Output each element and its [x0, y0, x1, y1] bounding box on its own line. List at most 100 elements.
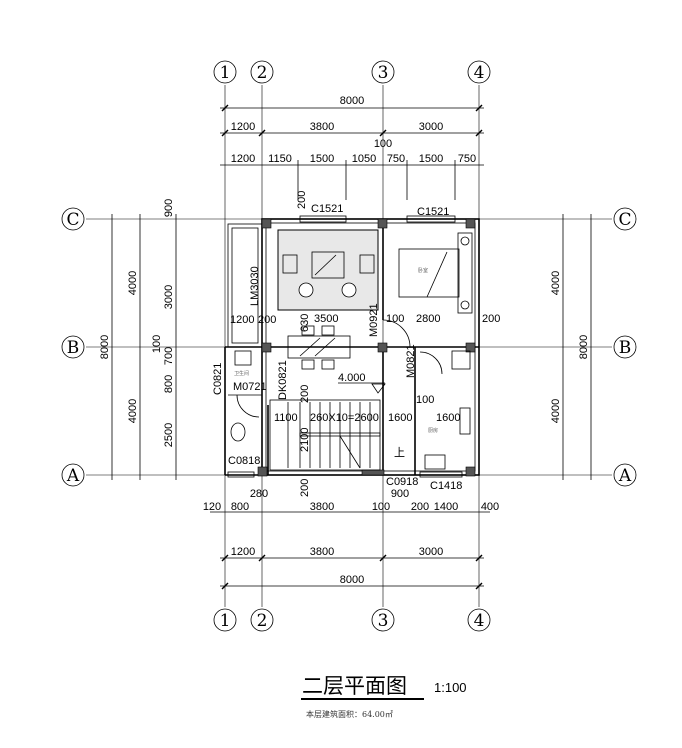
- drawing-mark: [258, 129, 266, 137]
- dimension-label: A: [618, 466, 632, 486]
- drawing-mark: [467, 60, 491, 84]
- dimension-label: 900: [391, 488, 409, 500]
- dimension-label: 120: [203, 501, 221, 513]
- axis-bubble-b-left: B: [61, 335, 85, 359]
- dimension-label: 100: [374, 138, 392, 150]
- dimension-label: 1600: [436, 412, 460, 424]
- dimension-label: 4: [474, 63, 485, 83]
- axis-bubble-3-top: 3: [371, 60, 395, 84]
- dimension-label: 800: [231, 501, 249, 513]
- dimension-label: 750: [387, 153, 405, 165]
- dimension-label: 200: [411, 501, 429, 513]
- drawing-mark: [475, 582, 483, 590]
- dimension-label: 200: [482, 313, 500, 325]
- drawing-mark: [299, 337, 321, 357]
- dimension-label: 1050: [352, 153, 376, 165]
- drawing-mark: [261, 218, 272, 229]
- dimension-label: 8000: [99, 335, 111, 359]
- drawing-mark: [361, 469, 385, 476]
- dimension-label: 700: [163, 347, 175, 365]
- dimension-label: C1521: [311, 203, 343, 215]
- drawing-mark: [61, 463, 85, 487]
- dimension-label: 3: [378, 611, 389, 631]
- axis-bubble-a-right: A: [613, 463, 637, 487]
- drawing-mark: [341, 282, 357, 298]
- drawing-mark: [213, 608, 237, 632]
- dimension-label: 3000: [163, 285, 175, 309]
- room-label-kitchen: 厨房: [428, 427, 438, 434]
- dimension-label: 8000: [340, 574, 364, 586]
- axis-bubble-4-top: 4: [467, 60, 491, 84]
- dimension-label: C1521: [417, 206, 449, 218]
- axis-bubble-2-top: 2: [250, 60, 274, 84]
- drawing-mark: [236, 394, 260, 418]
- drawing-mark: [250, 608, 274, 632]
- drawing-mark: [371, 60, 395, 84]
- dimension-label: 上: [394, 446, 405, 459]
- dimension-label: 1: [220, 611, 231, 631]
- dimension-label: 200: [296, 191, 308, 209]
- dimension-label: C: [66, 210, 79, 230]
- axis-bubble-2-bottom: 2: [250, 608, 274, 632]
- axis-bubble-c-right: C: [613, 207, 637, 231]
- drawing-mark: [339, 435, 361, 469]
- drawing-mark: [371, 383, 386, 394]
- drawing-mark: [379, 554, 387, 562]
- dimension-label: 100: [386, 313, 404, 325]
- drawing-mark: [277, 229, 379, 311]
- dimension-label: 2: [257, 611, 268, 631]
- dimension-label: 1150: [268, 153, 292, 165]
- drawing-mark: [221, 554, 229, 562]
- dimension-label: 1200: [231, 121, 255, 133]
- dimension-label: 3500: [314, 313, 338, 325]
- floor-area: 本层建筑面积：64.00㎡: [306, 709, 393, 719]
- dimension-label: M0821: [405, 344, 417, 378]
- dimension-label: 400: [481, 501, 499, 513]
- axis-bubbles: 1 2 3 4 1 2 3 4 C B A C B A: [61, 60, 637, 632]
- dimension-label: 100: [151, 335, 163, 353]
- drawing-mark: [419, 471, 463, 478]
- walls: [224, 215, 480, 478]
- dimension-label: M0921: [368, 303, 380, 337]
- drawing-mark: [282, 254, 298, 274]
- drawing-mark: [467, 608, 491, 632]
- left-dimensions: 8000 4000 4000 900 3000 100 800 700 2500: [99, 199, 177, 480]
- dimension-label: 280: [250, 488, 268, 500]
- room-label-bathroom: 卫生间: [234, 370, 249, 377]
- drawing-mark: [465, 342, 476, 353]
- dimension-label: 100: [416, 394, 434, 406]
- dimension-label: 1500: [310, 153, 334, 165]
- drawing-mark: [321, 359, 335, 370]
- dimension-label: DK0821: [277, 360, 289, 400]
- dimension-label: 2800: [416, 313, 440, 325]
- axis-bubble-1-bottom: 1: [213, 608, 237, 632]
- drawing-mark: [231, 227, 259, 344]
- drawing-mark: [321, 325, 335, 336]
- dimension-label: 1600: [388, 412, 412, 424]
- drawing-mark: [460, 300, 470, 310]
- dimension-label: 3800: [310, 546, 334, 558]
- drawing-mark: [613, 463, 637, 487]
- drawing-mark: [311, 251, 345, 279]
- drawing-mark: [457, 232, 473, 314]
- dimension-label: 8000: [578, 335, 590, 359]
- annotations: C1521 200 C1521 LM3030 1200 200 630 3500…: [212, 191, 500, 497]
- drawing-mark: [475, 104, 483, 112]
- drawing-mark: [287, 335, 351, 359]
- drawing-mark: [613, 335, 637, 359]
- drawing-mark: [314, 254, 337, 276]
- drawing-title: 二层平面图 1:100 本层建筑面积：64.00㎡: [301, 674, 467, 719]
- dimension-label: M0721: [233, 381, 267, 393]
- drawing-mark: [61, 335, 85, 359]
- drawing-mark: [459, 407, 471, 435]
- dimension-label: 1: [220, 63, 231, 83]
- dimension-label: A: [66, 466, 80, 486]
- drawing-mark: [371, 608, 395, 632]
- dimension-label: 1200: [231, 546, 255, 558]
- dimension-label: 3: [378, 63, 389, 83]
- right-dimensions: 4000 4000 8000: [550, 214, 592, 480]
- dimension-label: C0821: [212, 363, 224, 395]
- dimension-label: 100: [372, 501, 390, 513]
- top-dimensions: 8000 1200 3800 3000 1200 1150 1500 1050 …: [220, 95, 484, 200]
